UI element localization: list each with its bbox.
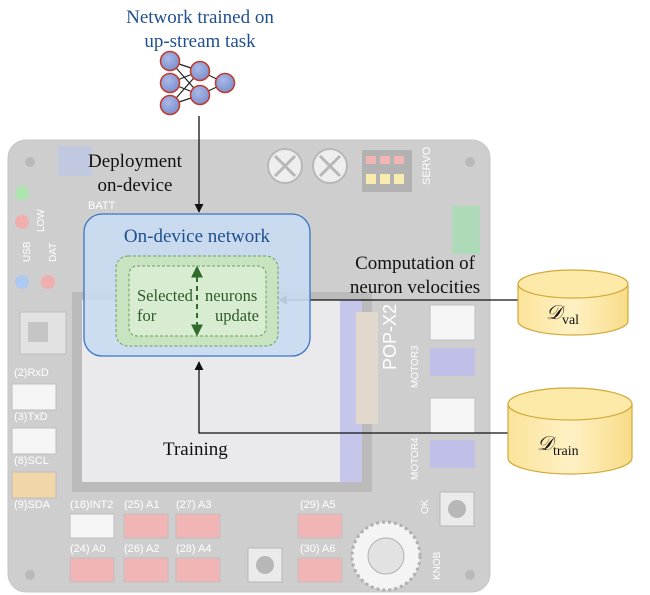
- on-device-network-label: On-device network: [123, 226, 271, 247]
- selected-label-right-1: neurons: [205, 286, 258, 305]
- rxd-label: (2)RxD: [14, 367, 49, 379]
- low-label: LOW: [36, 209, 47, 232]
- dat-label: DAT: [48, 243, 59, 262]
- training-label: Training: [163, 439, 228, 460]
- computation-label-line1: Computation of: [355, 253, 475, 274]
- ok-button: [439, 491, 475, 527]
- computation-label-line2: neuron velocities: [349, 277, 481, 298]
- motor4-connector: [429, 397, 476, 434]
- network-icon: [159, 50, 236, 116]
- green-terminal: [452, 206, 480, 254]
- dataset-train-cylinder: [507, 387, 633, 475]
- neuron: [159, 94, 181, 116]
- pop-label: POP-X2: [380, 304, 400, 370]
- txd-label: (3)TxD: [14, 411, 48, 423]
- led-red: [15, 215, 29, 229]
- ok-label: OK: [420, 499, 431, 514]
- dataset-val-label: 𝒟val: [546, 302, 579, 332]
- motor4-label: MOTOR4: [410, 437, 421, 480]
- led-green: [15, 186, 29, 200]
- knob: [350, 520, 422, 592]
- dataset-train-subscript: train: [552, 444, 579, 459]
- mount-hole-tl: [25, 157, 35, 167]
- dataset-val-cylinder: [517, 269, 629, 336]
- mount-hole-bl: [25, 570, 35, 580]
- mount-hole-tr: [465, 157, 475, 167]
- selected-label-right-2: update: [215, 306, 259, 325]
- neuron: [214, 72, 236, 94]
- dataset-train-symbol: 𝒟: [537, 433, 553, 455]
- neuron: [159, 72, 181, 94]
- network-title-line1: Network trained on: [126, 7, 274, 28]
- motor3-connector: [429, 304, 476, 341]
- selected-label-left-1: Selected: [137, 286, 193, 305]
- network-title-line2: up-stream task: [144, 31, 256, 52]
- mount-hole-br: [465, 570, 475, 580]
- a4-label: (28) A4: [176, 543, 211, 555]
- power-switch: [19, 311, 67, 355]
- usb-label: USB: [22, 241, 33, 262]
- neuron: [159, 50, 181, 72]
- scl-label: (8)SCL: [14, 455, 49, 467]
- screw-terminal-1: [267, 148, 303, 184]
- a3-label: (27) A3: [176, 499, 211, 511]
- a5-label: (29) A5: [300, 499, 335, 511]
- neuron: [189, 60, 211, 82]
- dataset-val-symbol: 𝒟: [546, 302, 562, 324]
- potentiometer: [58, 146, 92, 176]
- deployment-label-line2: on-device: [97, 175, 173, 196]
- servo-label: SERVO: [421, 146, 433, 185]
- a6-label: (30) A6: [300, 543, 335, 555]
- selected-label-left-2: for: [137, 306, 157, 325]
- a0-label: (24) A0: [70, 543, 105, 555]
- dataset-train-label: 𝒟train: [537, 433, 579, 463]
- led-red-2: [41, 275, 55, 289]
- training-arrow: [194, 361, 510, 434]
- sda-label: (9)SDA: [14, 499, 51, 511]
- dataset-val-subscript: val: [561, 313, 580, 328]
- deployment-label-line1: Deployment: [88, 151, 182, 172]
- motor3-label: MOTOR3: [410, 345, 421, 388]
- int2-label: (18)INT2: [70, 499, 113, 511]
- neuron: [189, 84, 211, 106]
- batt-label: BATT: [88, 200, 116, 212]
- knob-label: KNOB: [432, 551, 443, 580]
- a1-label: (25) A1: [124, 499, 159, 511]
- a2-label: (26) A2: [124, 543, 159, 555]
- board-background: SERVO USB DAT LOW BATT POP-X2 MOTOR3 MOT…: [7, 139, 491, 593]
- led-blue: [15, 275, 29, 289]
- screw-terminal-2: [312, 148, 348, 184]
- reset-button: [247, 547, 283, 583]
